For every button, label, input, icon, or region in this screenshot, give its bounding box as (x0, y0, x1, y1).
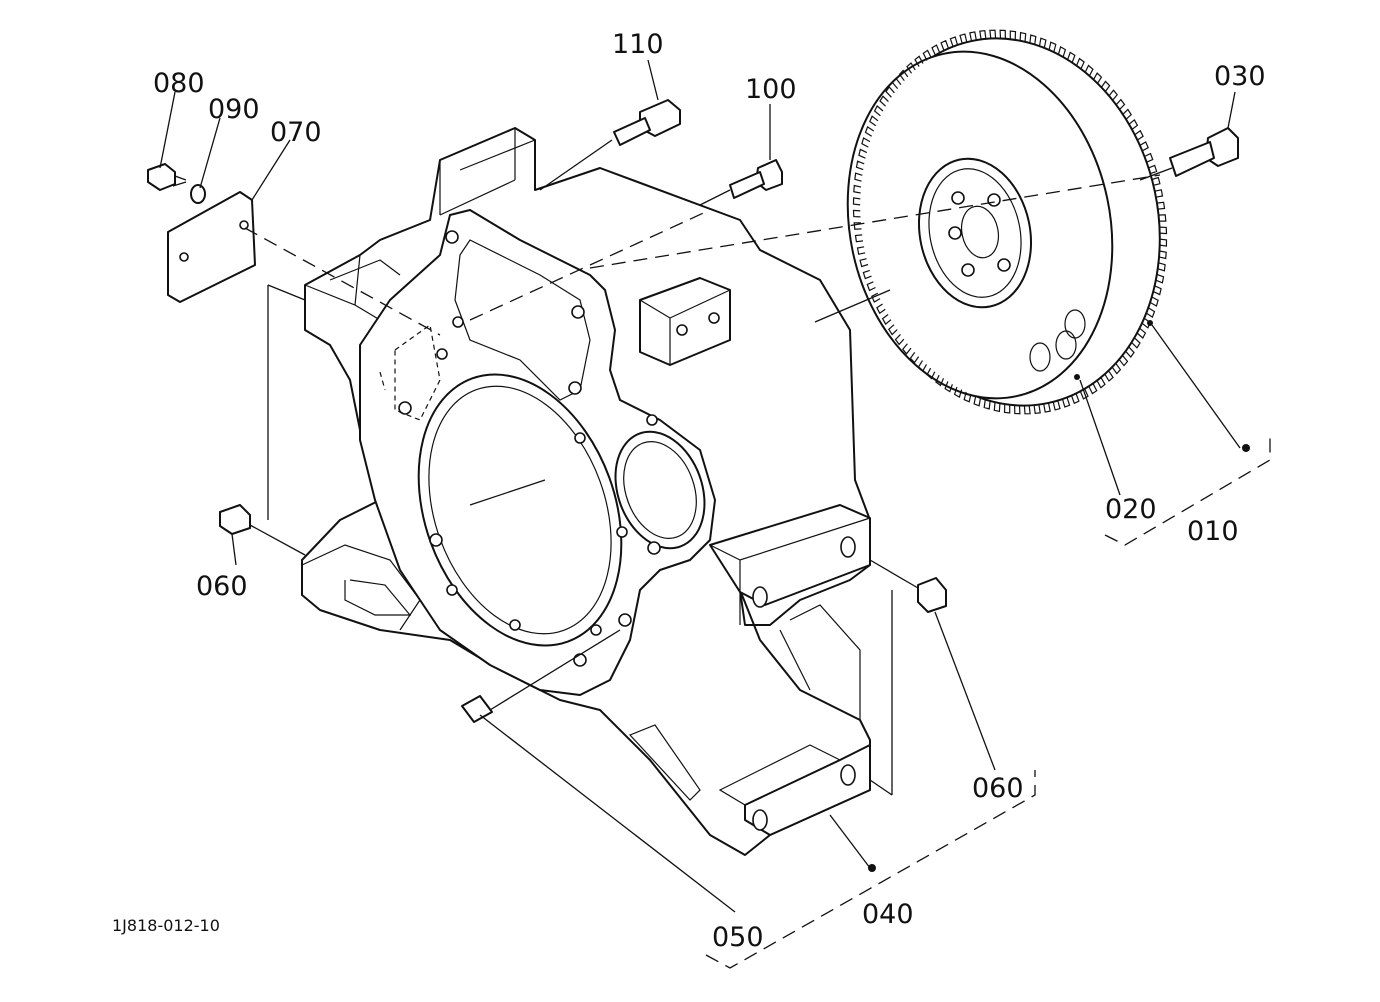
callout-070: 070 (270, 117, 322, 148)
drawing-id: 1J818-012-10 (112, 916, 220, 935)
callout-010: 010 (1187, 516, 1239, 547)
callout-030: 030 (1214, 61, 1266, 92)
flywheel-housing (301, 127, 871, 856)
callout-040: 040 (862, 899, 914, 930)
gear-tooth-outline (852, 29, 1168, 415)
callout-060-right: 060 (972, 773, 1024, 804)
ring-gear-teeth (852, 29, 1168, 415)
bolt-030 (1169, 127, 1239, 177)
washer-090 (190, 184, 206, 204)
flywheel-assembly (846, 29, 1168, 415)
bolt-110 (613, 99, 681, 146)
assembly-brackets (705, 432, 1271, 969)
callout-020: 020 (1105, 494, 1157, 525)
dowel-060-left (219, 504, 251, 535)
callout-080: 080 (153, 68, 205, 99)
callout-110: 110 (612, 29, 664, 60)
cover-plate (167, 191, 256, 303)
leader-lines (159, 59, 1241, 913)
bolt-080 (147, 163, 187, 191)
callout-060-left: 060 (196, 571, 248, 602)
callout-090: 090 (208, 94, 260, 125)
callout-labels: 080 090 070 110 100 030 060 060 020 010 … (112, 29, 1266, 953)
callout-050: 050 (712, 922, 764, 953)
dowel-060-right (917, 577, 947, 613)
bolt-100 (729, 159, 783, 199)
callout-100: 100 (745, 74, 797, 105)
pin-050 (461, 695, 493, 723)
